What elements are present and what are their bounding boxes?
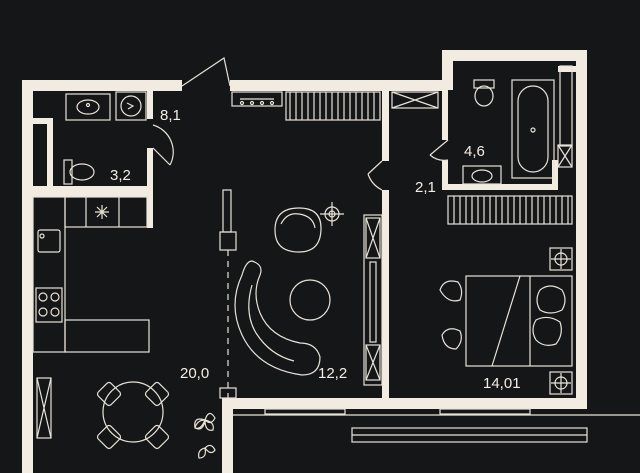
- wardrobe-icon: [447, 195, 573, 225]
- stove-icon: [35, 287, 63, 323]
- bedside-lamp-icon: [549, 371, 573, 395]
- room-area-bathroom: 4,6: [464, 143, 485, 160]
- window-icon: [559, 65, 573, 147]
- kitchen-counter: [32, 196, 150, 353]
- door-swing-icon: [152, 124, 174, 166]
- bedside-lamp-icon: [549, 247, 573, 271]
- toilet-icon: [473, 79, 495, 107]
- curved-sofa-icon: [234, 260, 321, 376]
- door-swing-icon: [429, 139, 449, 161]
- sink-icon: [462, 165, 502, 185]
- tv-unit: [363, 214, 383, 386]
- floor-lamp-icon: [95, 205, 109, 219]
- armchair-icon: [274, 207, 322, 253]
- room-area-kitchen-living: 20,0: [180, 365, 209, 382]
- round-table-icon: [289, 279, 331, 321]
- room-area-wc: 3,2: [110, 167, 131, 184]
- door-swing-icon: [181, 57, 231, 87]
- window-icon: [233, 408, 640, 443]
- wardrobe-icon: [285, 91, 381, 121]
- double-bed-icon: [465, 275, 573, 367]
- sink-icon: [65, 93, 111, 121]
- room-area-living-zone: 12,2: [318, 365, 347, 382]
- plant-icon: [194, 412, 216, 459]
- bathtub-icon: [511, 79, 555, 179]
- door-swing-icon: [367, 160, 383, 191]
- toilet-icon: [63, 159, 95, 185]
- pillow-icon: [532, 285, 566, 346]
- chair-icon: [96, 381, 170, 450]
- room-area-bedroom: 14,01: [483, 375, 521, 392]
- dining-table-icon: [102, 381, 164, 443]
- floor-lamp-icon: [320, 202, 344, 226]
- walls: [22, 50, 587, 473]
- radiator-icon: [391, 91, 439, 109]
- zone-divider: [219, 189, 237, 399]
- sink-icon: [37, 229, 61, 253]
- armchair-icon: [439, 280, 463, 350]
- wardrobe-icon: [231, 91, 283, 107]
- room-area-corridor: 2,1: [415, 179, 436, 196]
- room-area-hall: 8,1: [160, 107, 181, 124]
- radiator-icon: [557, 144, 573, 168]
- window-icon: [36, 377, 52, 439]
- washing-machine-icon: [115, 91, 147, 121]
